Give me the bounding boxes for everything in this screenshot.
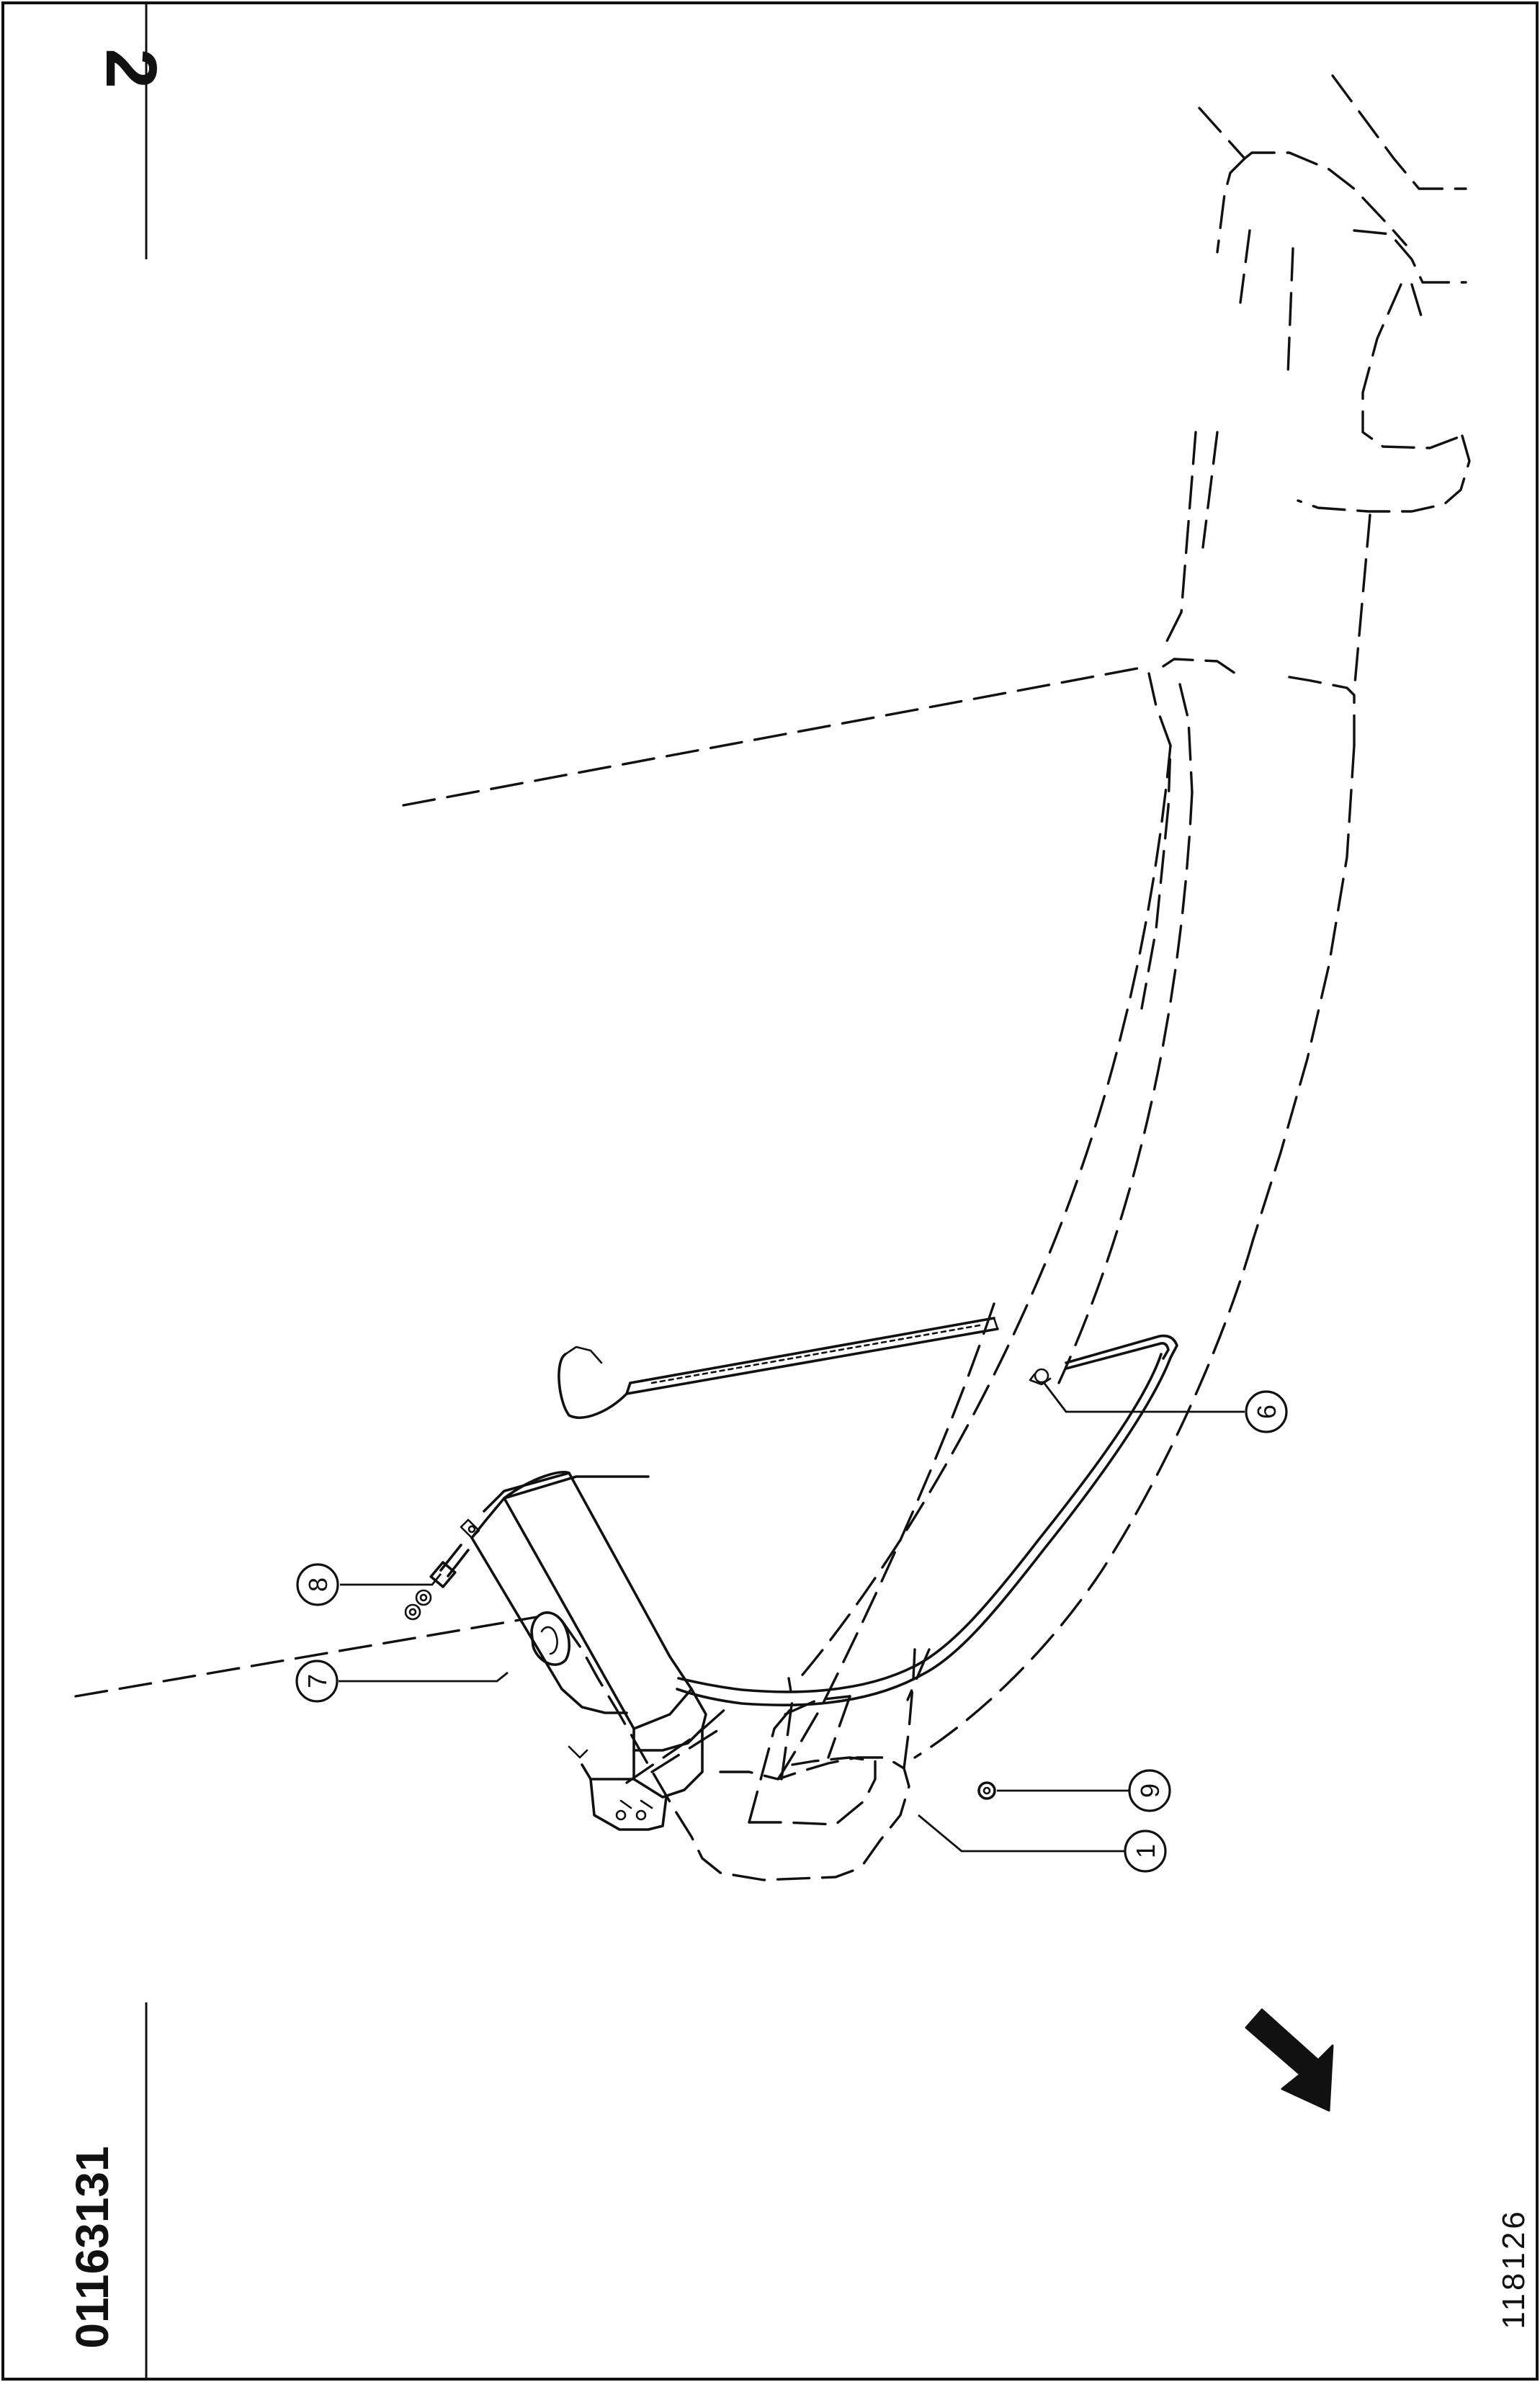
callout-8: 8 [296,1563,339,1606]
wiper-arm-part [558,1317,999,1419]
svg-text:9: 9 [1135,1783,1165,1798]
callout-leaders [339,1381,1245,1853]
svg-text:1: 1 [1131,1844,1160,1858]
part-9-clip [977,1781,996,1800]
part-8-bolt [404,1544,470,1621]
callout-1: 1 [1124,1830,1167,1873]
vehicle-body-outline [74,74,1471,1881]
callout-6: 6 [1245,1390,1288,1433]
part-6-rod [1029,1334,1178,1386]
svg-text:7: 7 [303,1674,332,1688]
drawing-number: 118126 [1496,2208,1531,2329]
svg-text:6: 6 [1252,1405,1281,1419]
arrow-icon [1245,2008,1334,2112]
part-1-trim-strip [676,1353,1172,1706]
callout-9: 9 [1128,1769,1171,1812]
part-7-cover-box [460,1470,707,1831]
page-number: 2 [91,48,171,89]
callout-7: 7 [295,1660,339,1703]
part-number: 01163131 [66,2146,118,2348]
svg-text:8: 8 [303,1577,333,1592]
